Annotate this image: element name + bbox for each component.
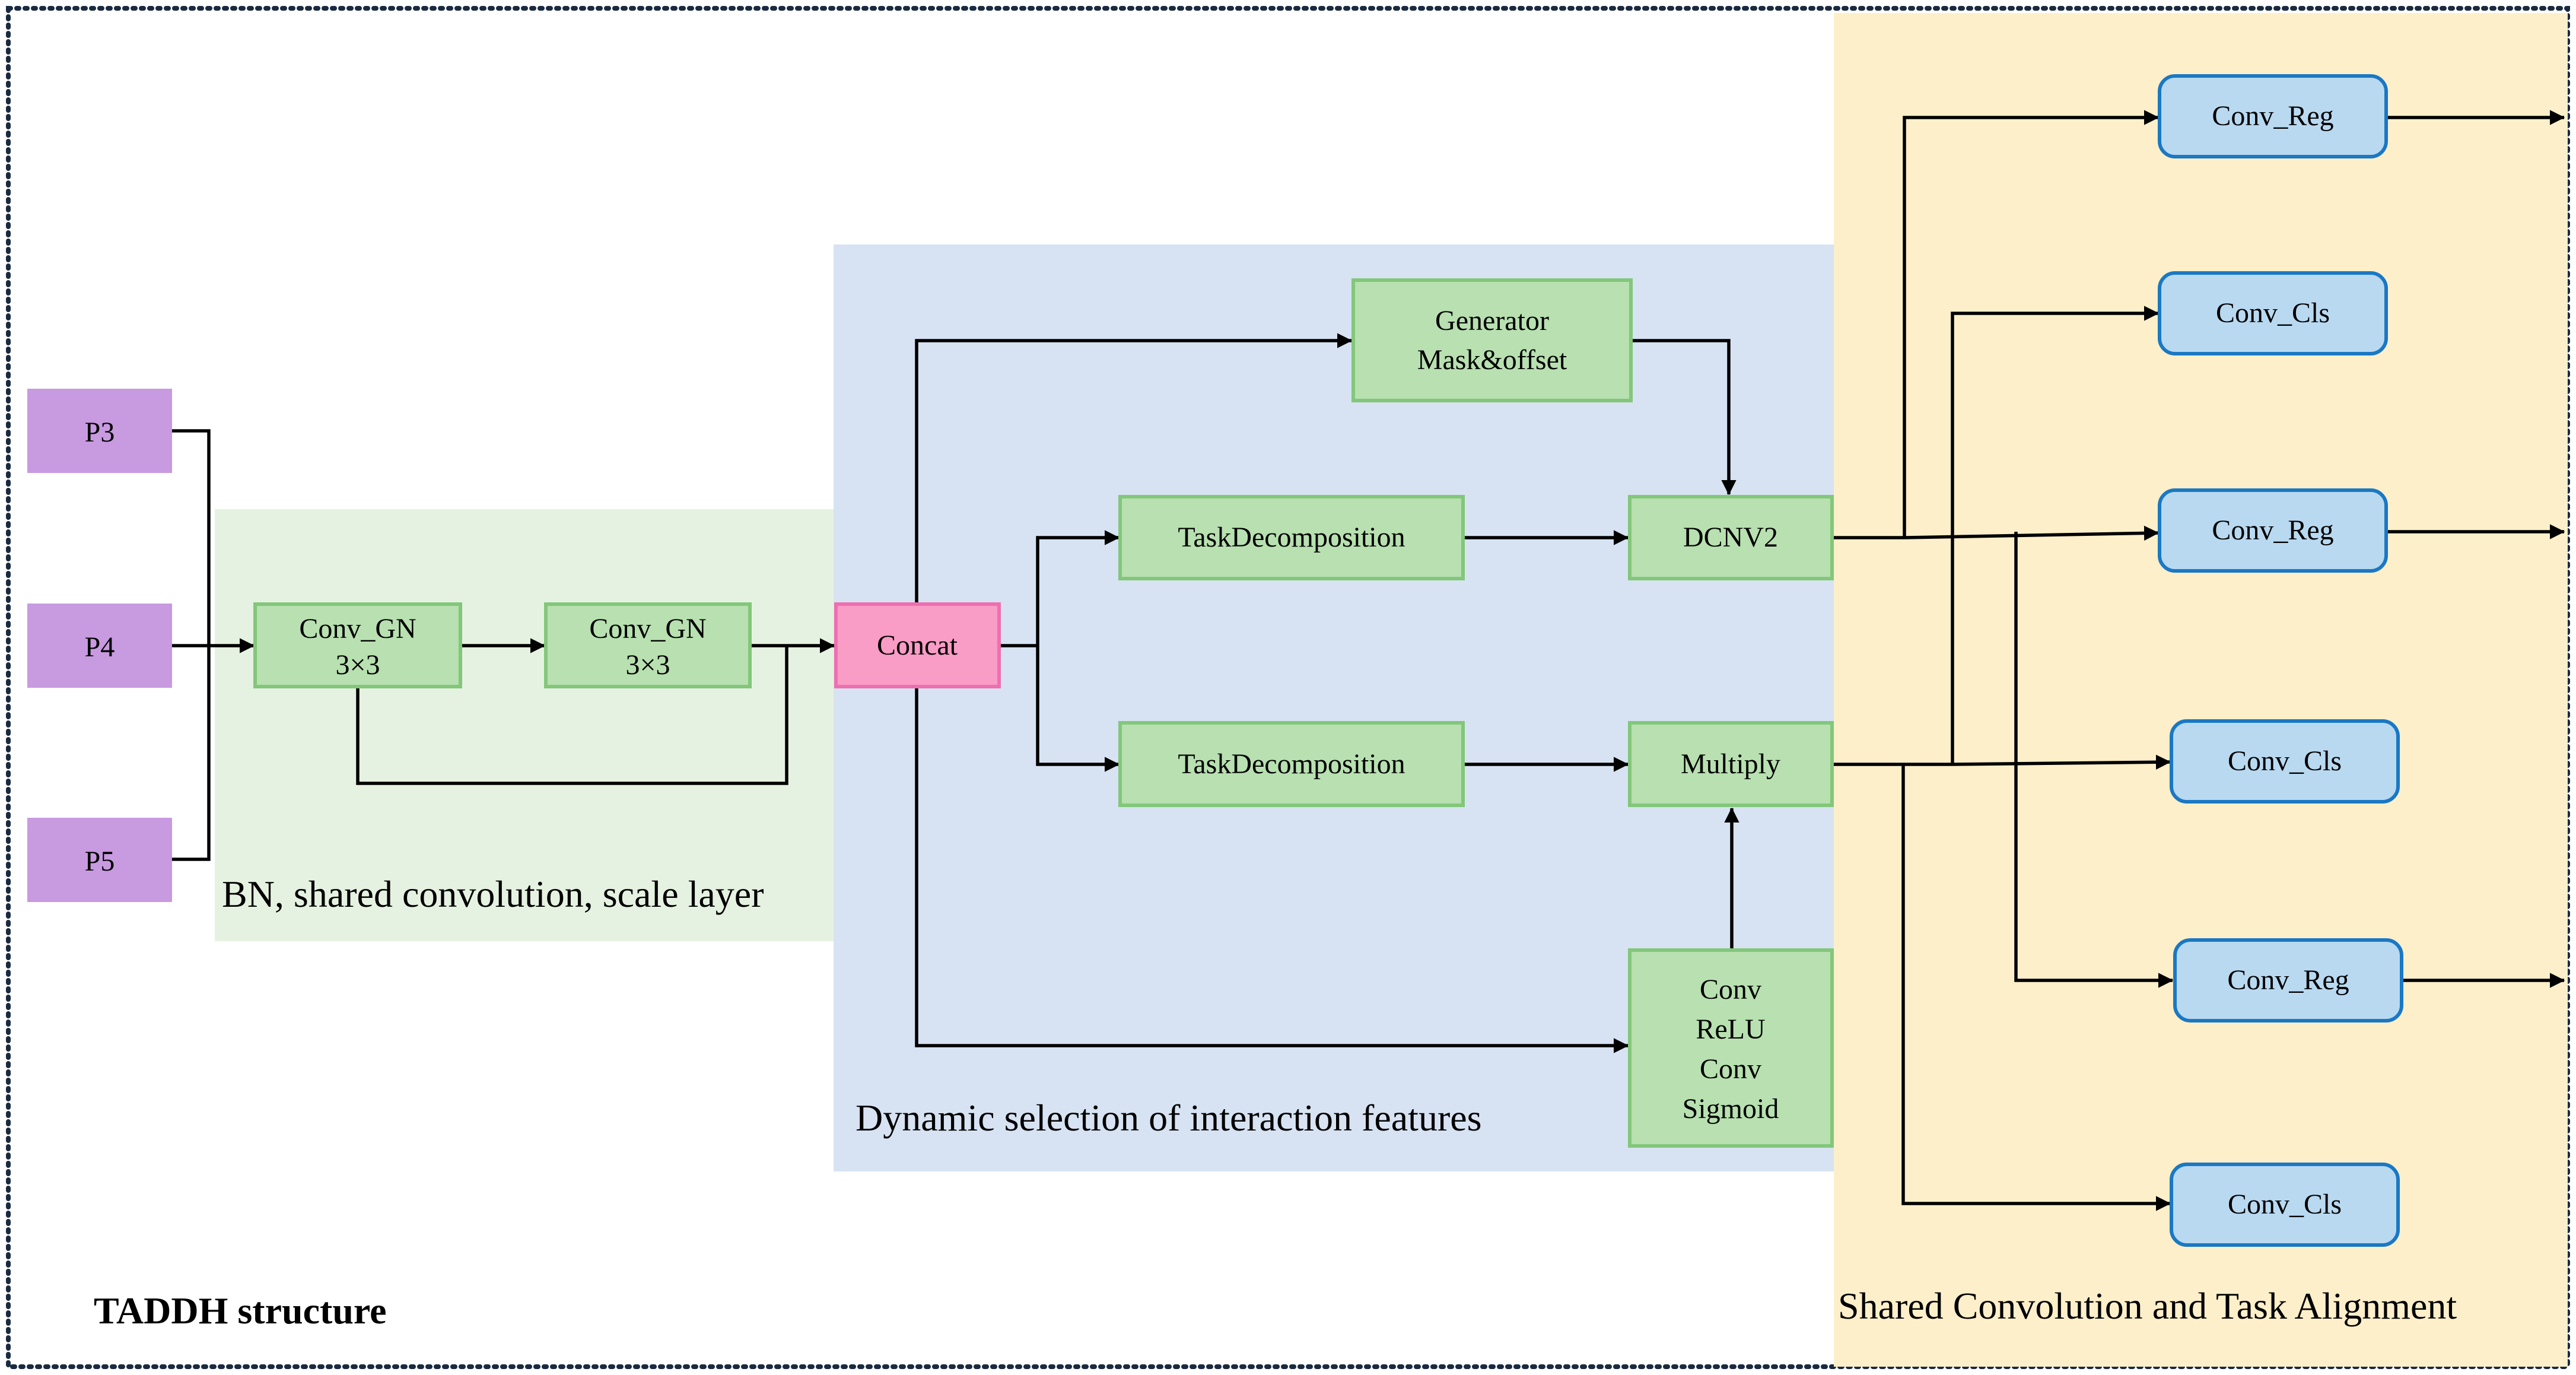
- conv-reg-box-3: [2173, 938, 2403, 1022]
- p3-box: [27, 389, 172, 473]
- conv-stack-line-3: Conv: [1700, 1053, 1761, 1085]
- conv-cls-1-label: Conv_Cls: [2216, 297, 2330, 329]
- p5-label: P5: [85, 846, 115, 877]
- task-decomposition-box-1: [1118, 495, 1465, 580]
- task-alignment-caption: Shared Convolution and Task Alignment: [1838, 1285, 2457, 1327]
- concat-box: [834, 602, 1001, 688]
- dcnv2-label: DCNV2: [1683, 522, 1778, 553]
- diagram-title: TADDH structure: [94, 1290, 387, 1332]
- concat-to-convstack-arrow: [915, 687, 1629, 1053]
- conv-cls-box-2: [2170, 719, 2400, 804]
- conv-gn-box-2: [544, 602, 752, 688]
- concat-to-generator-arrow: [915, 333, 1353, 604]
- concat-to-taskdecomp1-arrow: [1036, 530, 1120, 646]
- shared-conv-region: [215, 509, 837, 941]
- multiply-label: Multiply: [1681, 748, 1780, 780]
- conv-gn-2-kernel: 3×3: [625, 649, 670, 681]
- conv-stack-box: [1628, 948, 1834, 1148]
- generator-sublabel: Mask&offset: [1417, 344, 1567, 376]
- conv-cls-2-label: Conv_Cls: [2228, 745, 2342, 777]
- concat-label: Concat: [877, 630, 958, 661]
- p3-label: P3: [85, 417, 115, 448]
- multiply-to-cls3-arrow: [1901, 764, 2171, 1211]
- task-decomposition-2-label: TaskDecomposition: [1178, 748, 1405, 780]
- connectors: [172, 110, 2565, 1211]
- conv-stack-line-2: ReLU: [1696, 1014, 1765, 1045]
- p4-label: P4: [85, 631, 115, 663]
- task-decomposition-1-label: TaskDecomposition: [1178, 522, 1405, 553]
- conv-gn-box-1: [253, 602, 462, 688]
- dynamic-selection-caption: Dynamic selection of interaction feature…: [856, 1097, 1482, 1139]
- conv-gn-2-label: Conv_GN: [589, 613, 706, 644]
- conv-gn-1-kernel: 3×3: [335, 649, 380, 681]
- conv-cls-box-1: [2158, 271, 2388, 355]
- conv-reg-3-label: Conv_Reg: [2227, 964, 2349, 996]
- multiply-to-cls2-arrow: [1952, 754, 2171, 770]
- dcnv2-to-reg3-arrow: [2014, 532, 2174, 988]
- shared-conv-caption: BN, shared convolution, scale layer: [222, 873, 764, 915]
- conv-reg-1-label: Conv_Reg: [2212, 100, 2333, 132]
- task-decomposition-box-2: [1118, 721, 1465, 807]
- generator-label: Generator: [1435, 305, 1549, 336]
- conv-cls-3-label: Conv_Cls: [2228, 1189, 2342, 1220]
- multiply-box: [1628, 721, 1834, 807]
- conv-stack-line-1: Conv: [1700, 974, 1761, 1005]
- dcnv2-box: [1628, 495, 1834, 580]
- concat-to-taskdecomp2-arrow: [1036, 646, 1120, 772]
- p4-box: [27, 604, 172, 688]
- generator-to-dcnv2-arrow: [1631, 339, 1737, 496]
- task-alignment-region: [1834, 13, 2568, 1367]
- conv-reg-2-label: Conv_Reg: [2212, 515, 2333, 546]
- dcnv2-to-reg2-arrow: [1904, 525, 2160, 541]
- multiply-to-cls1-arrow: [1951, 306, 2160, 764]
- conv-stack-line-4: Sigmoid: [1683, 1093, 1779, 1125]
- skip-connection: [356, 646, 788, 785]
- conv-reg-box-1: [2158, 74, 2388, 158]
- p5-box: [27, 818, 172, 902]
- conv-gn-1-label: Conv_GN: [299, 613, 416, 644]
- conv-reg-box-2: [2158, 488, 2388, 573]
- conv-cls-box-3: [2170, 1163, 2400, 1247]
- dcnv2-to-reg1-arrow: [1903, 110, 2160, 538]
- generator-box: [1351, 278, 1633, 402]
